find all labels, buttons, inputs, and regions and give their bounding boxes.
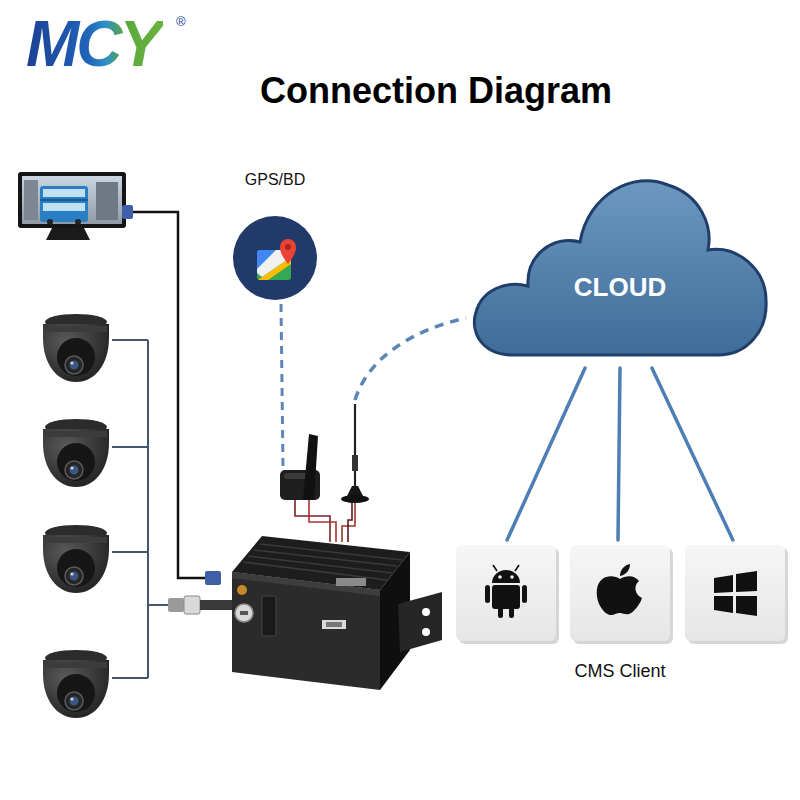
diagram-title-holder: Connection Diagram <box>260 70 612 112</box>
gps-heading: GPS/BD <box>245 170 305 190</box>
cloud-link <box>652 368 733 540</box>
android-icon <box>485 565 527 618</box>
brand-logo-holder: MCY <box>26 8 163 80</box>
map-pin-dot <box>285 244 291 250</box>
dome-camera <box>43 419 109 487</box>
cloud-node: CLOUD <box>468 150 772 368</box>
camera-cables <box>112 340 168 678</box>
brand-logo: MCY <box>26 8 163 80</box>
aviation-plug <box>168 596 232 614</box>
cloud-link <box>507 368 585 540</box>
cloud-outline <box>474 181 766 355</box>
client-caption: CMS Client <box>574 660 665 682</box>
dome-camera <box>43 314 109 382</box>
cloud-label: CLOUD <box>574 272 666 302</box>
map-pin <box>280 239 296 264</box>
client-group: CMS Client <box>452 540 788 690</box>
registered-mark: ® <box>176 14 186 29</box>
apple-icon <box>597 564 642 615</box>
gps-badge <box>229 170 321 304</box>
gps-badge-art <box>233 216 317 300</box>
dome-camera <box>43 525 109 593</box>
network-signal <box>355 318 466 400</box>
monitor <box>18 172 133 240</box>
antennas <box>280 404 369 542</box>
mobile-dvr <box>232 536 442 690</box>
cloud-shape <box>468 150 772 368</box>
dome-cameras <box>43 314 109 718</box>
client-platforms <box>456 545 788 644</box>
diagram-title: Connection Diagram <box>260 70 612 112</box>
gps-signal <box>281 304 283 466</box>
video-cable <box>133 212 205 578</box>
windows-icon <box>714 571 757 616</box>
dome-camera <box>43 650 109 718</box>
cloud-link <box>618 368 620 540</box>
gps-circle <box>233 216 317 300</box>
registered-mark-holder: ® <box>176 14 186 29</box>
vga-plug <box>205 571 221 585</box>
gps-node: GPS/BD <box>229 170 321 304</box>
